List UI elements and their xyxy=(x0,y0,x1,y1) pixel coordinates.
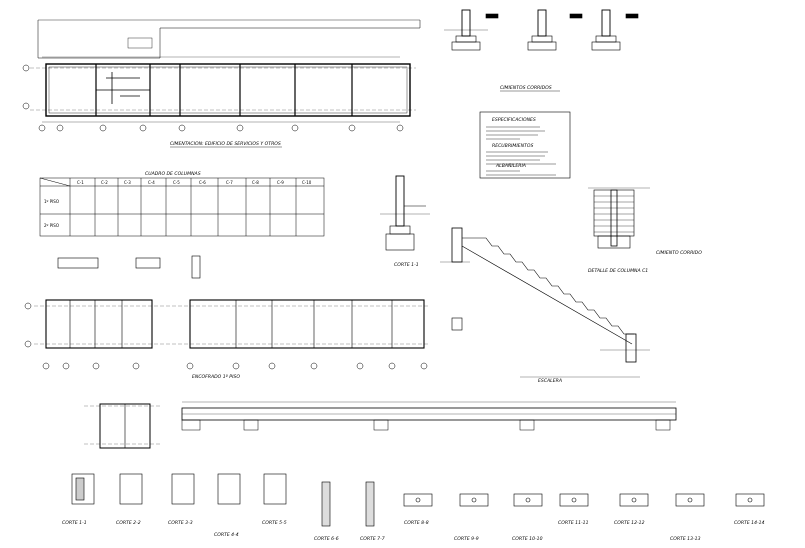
small-plan xyxy=(84,403,160,449)
foundation-plan xyxy=(30,19,421,123)
column-schedule-table xyxy=(39,177,325,237)
corte-label: CORTE 8-8 xyxy=(404,520,429,526)
section-labels: CORTE 1-1 CORTE 2-2 CORTE 3-3 CORTE 4-4 … xyxy=(62,520,765,542)
col-header: C-9 xyxy=(277,180,284,185)
specifications-box: ESPECIFICACIONES RECUBRIMIENTOS ALBAÑILE… xyxy=(479,111,571,179)
specs-title: ESPECIFICACIONES xyxy=(492,117,536,123)
corte-label: CORTE 4-4 xyxy=(214,532,239,538)
formwork-title: ENCOFRADO 1º PISO xyxy=(192,374,240,380)
col-header: C-5 xyxy=(173,180,180,185)
section-1-1 xyxy=(380,175,430,251)
col-header: C-8 xyxy=(252,180,259,185)
formwork-axes xyxy=(24,302,428,370)
col-header: C-10 xyxy=(302,180,312,185)
foundation-plan-axes xyxy=(22,64,404,132)
corte-label: CORTE 14-14 xyxy=(734,520,765,526)
corte-label: CORTE 10-10 xyxy=(512,536,543,542)
col-header: C-2 xyxy=(101,180,108,185)
strip-footing-sections xyxy=(444,9,639,51)
bottom-section-details xyxy=(71,473,765,527)
corte-label: CORTE 13-13 xyxy=(670,536,701,542)
beam-elevation xyxy=(181,401,677,431)
row-label: 1º PISO xyxy=(44,199,59,204)
corte-label: CORTE 3-3 xyxy=(168,520,193,526)
strip-footing-title: CIMIENTOS CORRIDOS xyxy=(500,85,552,91)
recubrimientos-title: RECUBRIMIENTOS xyxy=(492,143,533,149)
corte-label: CORTE 11-11 xyxy=(558,520,589,526)
col-header: C-1 xyxy=(77,180,84,185)
strip-footing-right-title: CIMIENTO CORRIDO xyxy=(656,250,702,256)
corte-label: CORTE 6-6 xyxy=(314,536,339,542)
corte-label: CORTE 5-5 xyxy=(262,520,287,526)
column-detail-title: DETALLE DE COLUMNA C1 xyxy=(588,268,648,274)
col-header: C-7 xyxy=(226,180,233,185)
column-detail xyxy=(588,187,650,249)
row-label: 2º PISO xyxy=(44,223,59,228)
col-header: C-6 xyxy=(199,180,206,185)
column-table-title: CUADRO DE COLUMNAS xyxy=(145,171,201,177)
formwork-plan xyxy=(34,255,463,349)
staircase-section xyxy=(440,227,650,378)
staircase-title: ESCALERA xyxy=(538,378,562,384)
col-header: C-4 xyxy=(148,180,155,185)
corte-label: CORTE 12-12 xyxy=(614,520,645,526)
column-table-headers: C-1 C-2 C-3 C-4 C-5 C-6 C-7 C-8 C-9 C-10… xyxy=(44,180,312,228)
corte-label: CORTE 7-7 xyxy=(360,536,385,542)
foundation-plan-title: CIMENTACION: EDIFICIO DE SERVICIOS Y OTR… xyxy=(170,141,281,147)
section-1-1-title: CORTE 1-1 xyxy=(394,262,419,268)
corte-label: CORTE 9-9 xyxy=(454,536,479,542)
col-header: C-3 xyxy=(124,180,131,185)
corte-label: CORTE 2-2 xyxy=(116,520,141,526)
corte-label: CORTE 1-1 xyxy=(62,520,87,526)
albanileria-title: ALBAÑILERIA xyxy=(495,162,526,169)
